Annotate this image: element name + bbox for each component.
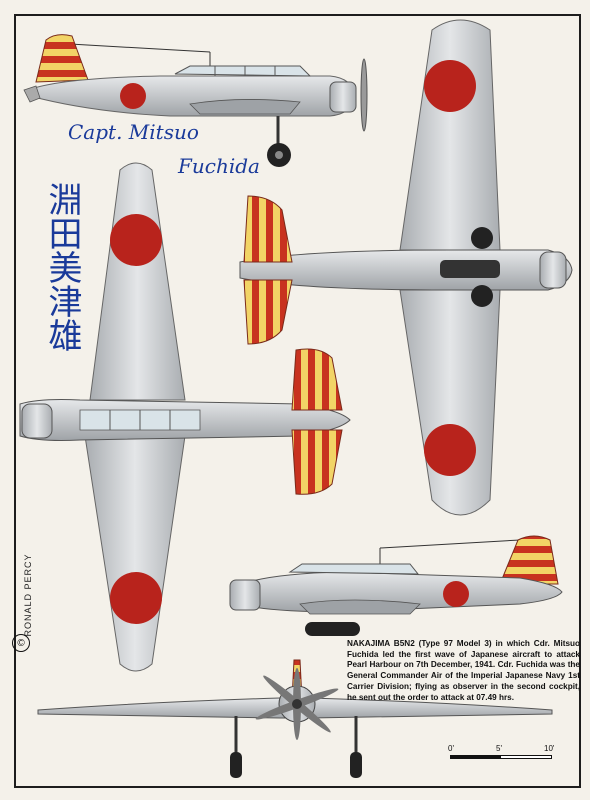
signature-line-1: Capt. Mitsuo xyxy=(68,120,199,144)
scale-tick-10: 10' xyxy=(544,744,555,753)
copyright-icon: © xyxy=(12,634,30,652)
signature-line-2: Fuchida xyxy=(178,154,260,178)
side-view-top xyxy=(23,34,368,167)
side-view-bottom xyxy=(229,535,563,636)
scale-bar-segment-2 xyxy=(500,755,552,759)
caption-body: (Type 97 Model 3) in which Cdr. Mitsuo F… xyxy=(347,639,581,702)
scale-bar-segment-1 xyxy=(450,755,500,759)
front-view xyxy=(37,659,553,778)
plan-view-topside xyxy=(19,162,351,672)
page-frame xyxy=(14,14,581,788)
caption-title: NAKAJIMA B5N2 xyxy=(347,639,419,648)
scale-tick-0: 0' xyxy=(448,744,454,753)
plan-view-underside xyxy=(239,19,573,516)
scale-tick-5: 5' xyxy=(496,744,502,753)
artist-credit: RONALD PERCY xyxy=(23,553,33,637)
scale-bar: 0' 5' 10' xyxy=(448,744,558,764)
aircraft-caption: NAKAJIMA B5N2 (Type 97 Model 3) in which… xyxy=(347,639,580,703)
autograph-signature: Capt. Mitsuo Fuchida xyxy=(68,120,288,190)
kanji-signature: 淵田美津雄 xyxy=(42,182,82,352)
